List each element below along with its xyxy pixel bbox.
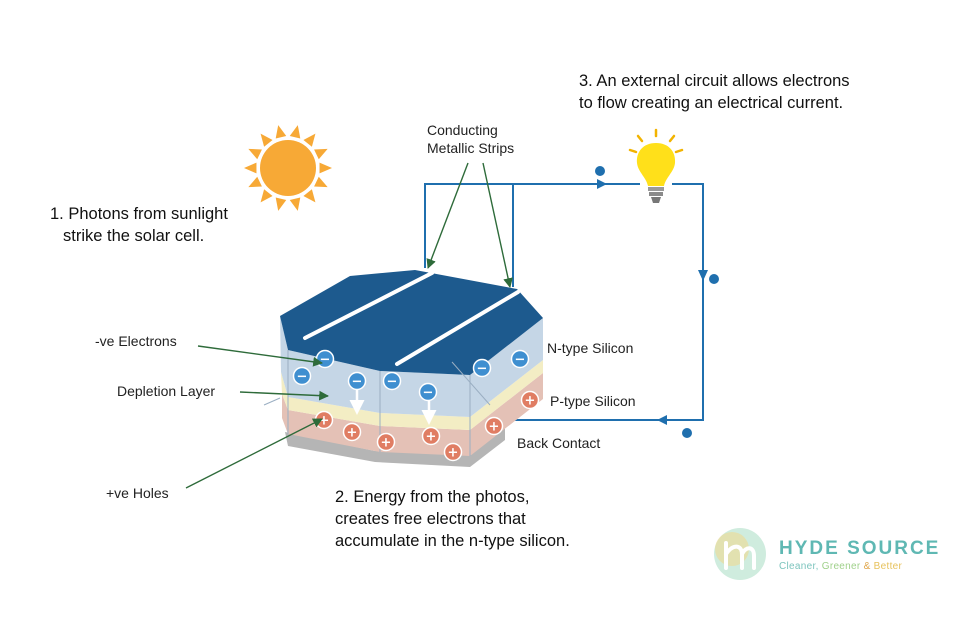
electron-particle-symbol: −	[297, 370, 308, 385]
hole-particle: +	[314, 410, 334, 430]
metallic-strip	[303, 271, 434, 340]
n-type-label: N-type Silicon	[547, 340, 634, 356]
panel-top-surface	[280, 270, 543, 375]
n-type-silicon-layer	[280, 316, 543, 417]
sun-ray	[303, 133, 316, 147]
circuit-wire-right	[505, 183, 704, 421]
electron-motion-arrows	[349, 389, 437, 425]
pointer-electrons	[197, 345, 323, 367]
holes-label: +ve Holes	[106, 485, 169, 501]
electron-particle-symbol: −	[515, 353, 526, 368]
hole-particle: +	[484, 416, 504, 436]
tagline-part: Greener	[821, 561, 861, 572]
hole-particle: +	[342, 422, 362, 442]
sun-ray	[260, 189, 273, 203]
circuit-electron-dot	[709, 274, 719, 284]
electron-particle: −	[347, 371, 367, 391]
hole-particle-symbol: +	[347, 426, 358, 441]
current-arrow-bottom	[657, 415, 667, 425]
electron-particle: −	[292, 366, 312, 386]
brand-name: HYDE SOURCE	[779, 538, 941, 559]
electron-particle-symbol: −	[423, 386, 434, 401]
sun-ray	[244, 162, 257, 174]
sun-ray	[248, 176, 262, 188]
step-2-text: 2. Energy from the photos, creates free …	[335, 486, 570, 552]
sun-disc	[260, 140, 316, 196]
p-type-label: P-type Silicon	[550, 393, 636, 409]
sun-ray	[319, 162, 332, 174]
sun-icon	[244, 125, 332, 211]
hole-particle: +	[376, 432, 396, 452]
metallic-strip	[395, 290, 520, 366]
tagline-part: &	[860, 561, 874, 572]
electron-particle-symbol: −	[320, 353, 331, 368]
step-2-line: accumulate in the n-type silicon.	[335, 532, 570, 550]
label-line: Metallic Strips	[427, 140, 515, 156]
electron-particle: −	[382, 371, 402, 391]
sun-ray	[289, 197, 301, 211]
sun-ray	[248, 148, 262, 160]
sun-ray	[275, 125, 287, 139]
hole-particle-symbol: +	[319, 414, 330, 429]
sun-ray	[314, 176, 328, 188]
hole-particle: +	[443, 442, 463, 462]
tagline-part: Better	[873, 561, 903, 572]
step-3-line: to flow creating an electrical current.	[579, 94, 844, 112]
metallic-strips	[303, 271, 520, 366]
current-arrow-right	[698, 270, 708, 281]
hole-particle: +	[520, 390, 540, 410]
circuit-arrows	[597, 179, 708, 425]
step-1-line: strike the solar cell.	[63, 227, 205, 245]
hole-particle-symbol: +	[525, 394, 536, 409]
depletion-layer-label: Depletion Layer	[117, 383, 216, 399]
electron-particle-symbol: −	[387, 375, 398, 390]
hyde-source-logo-icon	[714, 528, 766, 580]
current-arrow-top	[597, 179, 607, 189]
conducting-strips-label: Conducting Metallic Strips	[427, 121, 514, 157]
step-1-text: 1. Photons from sunlight strike the sola…	[50, 203, 228, 247]
electron-particle: −	[418, 382, 438, 402]
circuit-electron-dot	[682, 428, 692, 438]
electron-particle-symbol: −	[352, 375, 363, 390]
back-contact-label: Back Contact	[517, 435, 601, 451]
hole-particle-symbol: +	[426, 430, 437, 445]
sun-ray	[314, 148, 328, 160]
pointer-depletion	[239, 390, 329, 401]
tagline-part: Cleaner,	[779, 561, 822, 572]
electron-particle: −	[315, 349, 335, 369]
step-2-line: creates free electrons that	[335, 510, 526, 528]
electron-particle: −	[472, 358, 492, 378]
pointer-strip-left	[426, 162, 469, 269]
step-3-text: 3. An external circuit allows electrons …	[579, 70, 850, 114]
circuit-electron-dot	[595, 166, 605, 176]
light-bulb-icon	[628, 128, 684, 203]
hole-particle-symbol: +	[448, 446, 459, 461]
pointer-arrows	[185, 162, 513, 489]
pointer-holes	[185, 418, 323, 489]
hole-particle-symbol: +	[489, 420, 500, 435]
external-circuit	[424, 183, 704, 421]
depletion-layer	[281, 360, 543, 430]
step-3-line: 3. An external circuit allows electrons	[579, 72, 850, 90]
circuit-electrons	[595, 166, 719, 438]
sun-ray	[303, 189, 316, 203]
hole-particle: +	[421, 426, 441, 446]
circuit-wire-top-left	[424, 183, 640, 268]
hole-particle-symbol: +	[381, 436, 392, 451]
sun-ray	[260, 133, 273, 147]
electrons-label: -ve Electrons	[95, 333, 177, 349]
brand-tagline: Cleaner, Greener & Better	[779, 561, 902, 572]
electron-particle-symbol: −	[477, 362, 488, 377]
step-1-line: 1. Photons from sunlight	[50, 205, 228, 223]
electron-particle: −	[510, 349, 530, 369]
label-line: Conducting	[427, 122, 498, 138]
sun-ray	[275, 197, 287, 211]
step-2-line: 2. Energy from the photos,	[335, 488, 530, 506]
pointer-strip-right	[482, 162, 513, 288]
sun-ray	[289, 125, 301, 139]
